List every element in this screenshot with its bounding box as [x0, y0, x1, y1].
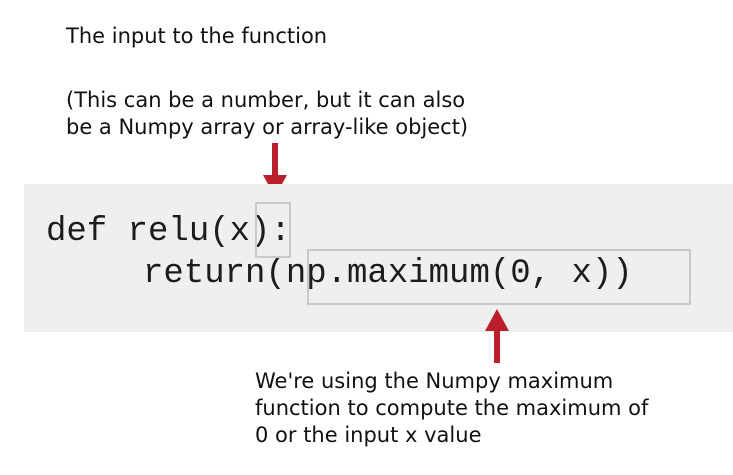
arrow-up-icon	[485, 309, 509, 363]
input-label: The input to the function	[66, 24, 328, 48]
input-note-line-1: (This can be a number, but it can also	[66, 88, 466, 112]
input-parameter-highlight	[255, 202, 291, 258]
maximum-note-line-3: 0 or the input x value	[255, 423, 482, 447]
code-block	[24, 184, 733, 332]
maximum-note: We're using the Numpy maximum function t…	[255, 368, 648, 449]
maximum-note-line-1: We're using the Numpy maximum	[255, 369, 614, 393]
maximum-note-line-2: function to compute the maximum of	[255, 396, 649, 420]
input-note-line-2: be a Numpy array or array-like object)	[66, 115, 469, 139]
code-line-def: def relu(x):	[46, 213, 291, 251]
input-note: (This can be a number, but it can also b…	[66, 87, 468, 141]
code-line-return: return(np.maximum(0, x))	[143, 255, 633, 293]
maximum-call-highlight	[307, 249, 691, 305]
